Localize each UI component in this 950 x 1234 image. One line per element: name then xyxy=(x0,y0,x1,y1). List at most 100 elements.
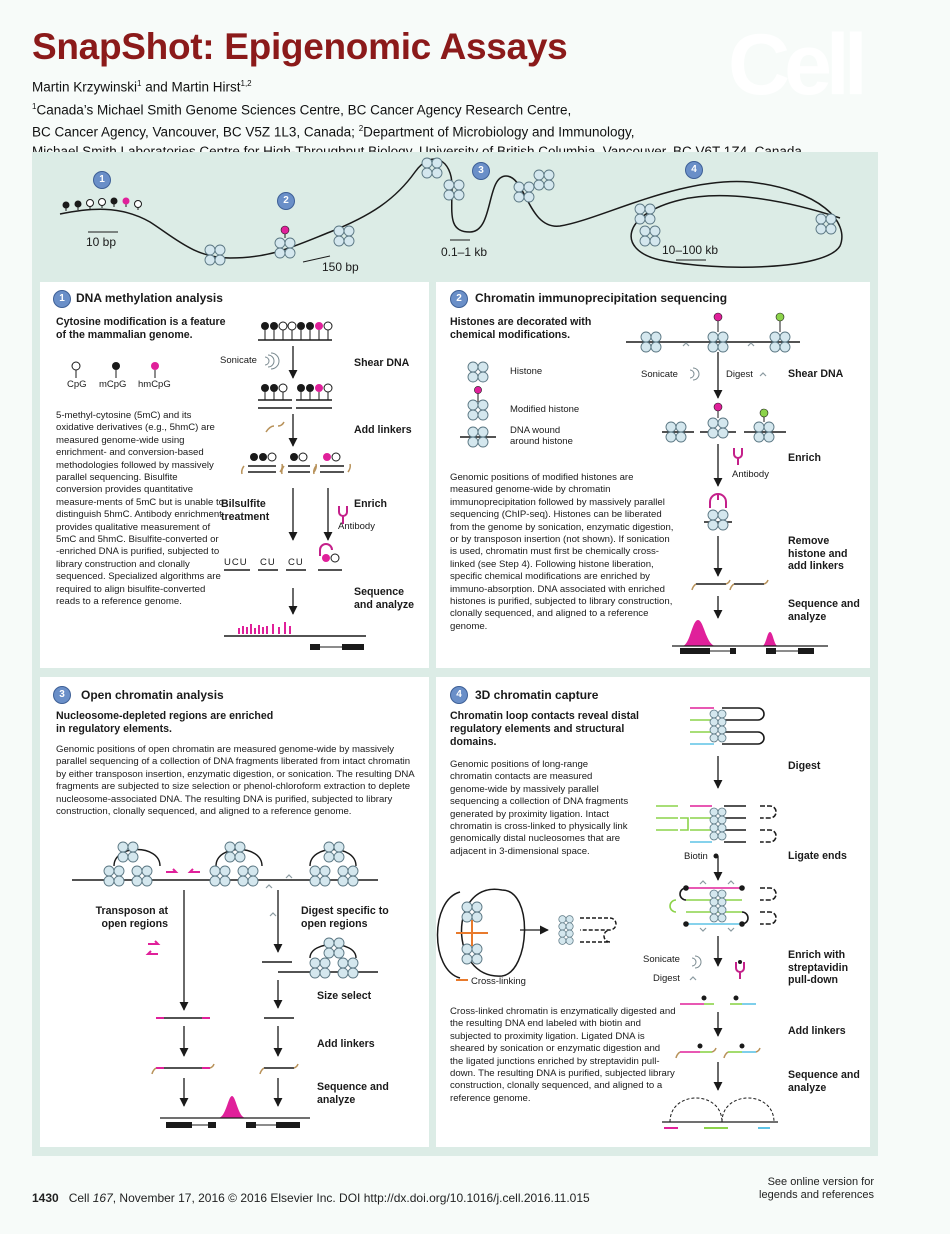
author-affil-mark: 1 xyxy=(137,79,142,88)
panel1-step-shear: Shear DNA xyxy=(354,357,410,369)
legend-histone: Histone xyxy=(510,366,543,377)
panel4-step-ligate: Ligate ends xyxy=(788,850,847,862)
panel1-step-linkers: Add linkers xyxy=(354,424,412,436)
affil-mark: 1 xyxy=(32,101,37,111)
panel1-antibody: Antibody xyxy=(338,521,375,532)
panel4-subtitle: Chromatin loop contacts reveal distal re… xyxy=(450,710,639,748)
panel4-step-enrich: Enrich with streptavidin pull-down xyxy=(788,949,849,987)
journal-name: Cell xyxy=(68,1191,93,1205)
panel1-sonicate-label: Sonicate xyxy=(220,355,257,366)
affiliation-text: BC Cancer Agency, Vancouver, BC V5Z 1L3,… xyxy=(32,124,359,140)
nucleosome xyxy=(204,244,226,266)
panel4-step-sequence: Sequence and analyze xyxy=(788,1069,860,1094)
panel1-subtitle: Cytosine modification is a feature of th… xyxy=(56,316,226,341)
panel4-step-digest: Digest xyxy=(788,760,821,772)
panel4-title: 3D chromatin capture xyxy=(475,688,599,702)
page-number: 1430 xyxy=(32,1191,59,1205)
panel4-description: Genomic positions of long-range chromati… xyxy=(450,759,629,857)
footer-online-note: See online version for legends and refer… xyxy=(759,1176,874,1202)
panel-dna-methylation xyxy=(40,282,429,668)
cpg-lollipops xyxy=(62,197,142,211)
online-note-line: legends and references xyxy=(759,1189,874,1201)
nucleosome xyxy=(443,179,465,201)
nucleosome xyxy=(421,157,443,179)
panel3-subtitle: Nucleosome-depleted regions are enriched… xyxy=(56,710,274,735)
nucleosome xyxy=(533,169,555,191)
overview-genome-diagram xyxy=(59,157,843,268)
panel2-sonicate-label: Sonicate xyxy=(641,369,678,380)
methylation-legend xyxy=(71,361,159,378)
affiliation-text: Department of Microbiology and Immunolog… xyxy=(363,124,635,140)
legend-mcpg: mCpG xyxy=(99,379,127,390)
legend-modified-histone: Modified histone xyxy=(510,404,580,415)
panel3-step-linkers: Add linkers xyxy=(317,1038,375,1050)
panel2-diagram xyxy=(460,312,828,654)
bisulfite-read-3: CU xyxy=(288,557,304,568)
scale-150bp: 150 bp xyxy=(322,260,359,274)
footer-citation: 1430 Cell 167, November 17, 2016 © 2016 … xyxy=(32,1191,590,1205)
chromatin-fiber xyxy=(59,158,843,268)
panel-open-chromatin xyxy=(40,677,429,1147)
affiliation-line: BC Cancer Agency, Vancouver, BC V5Z 1L3,… xyxy=(32,119,802,142)
panel2-description: Genomic positions of modified histones a… xyxy=(450,472,674,632)
panel4-sonicate-label: Sonicate xyxy=(643,954,680,965)
panel2-badge: 2 xyxy=(450,290,468,308)
panel2-step-sequence: Sequence and analyze xyxy=(788,598,860,623)
panel1-diagram xyxy=(71,321,366,650)
overview-badge-3: 3 xyxy=(472,162,490,180)
overview-badge-2: 2 xyxy=(277,192,295,210)
panel2-digest-label: Digest xyxy=(726,369,753,380)
panel1-step-sequence: Sequence and analyze xyxy=(354,586,415,611)
biotin-label: Biotin xyxy=(684,851,708,862)
scale-0-1kb: 0.1–1 kb xyxy=(441,245,487,259)
panel4-badge: 4 xyxy=(450,686,468,704)
panel2-antibody: Antibody xyxy=(732,469,769,480)
panel3-description: Genomic positions of open chromatin are … xyxy=(56,744,415,818)
overview-badge-4: 4 xyxy=(685,161,703,179)
panel3-step-sequence: Sequence and analyze xyxy=(317,1081,389,1106)
crosslink-label: Cross-linking xyxy=(471,976,526,987)
panel2-step-enrich: Enrich xyxy=(788,452,821,464)
author-affil-mark: 1,2 xyxy=(240,79,252,88)
panel1-badge: 1 xyxy=(53,290,71,308)
panel1-description: 5-methyl-cytosine (5mC) and its oxidativ… xyxy=(56,410,224,608)
author-name: and Martin Hirst xyxy=(141,79,241,95)
author-line: Martin Krzywinski1 and Martin Hirst1,2 xyxy=(32,74,802,97)
panel2-step-shear: Shear DNA xyxy=(788,368,844,380)
legend-dna-wound: DNA wound around histone xyxy=(510,425,573,447)
panel-3d-capture xyxy=(436,677,870,1147)
journal-logo: Cell xyxy=(728,17,868,113)
crosslink-illustration xyxy=(436,888,617,981)
bisulfite-read-2: CU xyxy=(260,557,276,568)
bisulfite-read-1: UCU xyxy=(224,557,248,568)
panel3-title: Open chromatin analysis xyxy=(81,688,224,702)
panel4-description-2: Cross-linked chromatin is enzymatically … xyxy=(450,1006,676,1104)
page-title: SnapShot: Epigenomic Assays xyxy=(32,26,568,67)
panel4-step-linkers: Add linkers xyxy=(788,1025,846,1037)
panel2-title: Chromatin immunoprecipitation sequencing xyxy=(475,291,728,305)
legend-cpg: CpG xyxy=(67,379,87,390)
panel1-title: DNA methylation analysis xyxy=(76,291,223,305)
nucleosome xyxy=(274,237,296,259)
legend-hmcpg: hmCpG xyxy=(138,379,171,390)
panel2-subtitle: Histones are decorated with chemical mod… xyxy=(450,316,592,341)
scale-10-100kb: 10–100 kb xyxy=(662,243,718,257)
affil-mark: 2 xyxy=(358,124,364,133)
panel3-digest-specific: Digest specific to open regions xyxy=(301,905,389,930)
overview-badge-1: 1 xyxy=(93,171,111,189)
panel2-step-remove: Remove histone and add linkers xyxy=(788,535,848,573)
panel1-bisulfite: Bilsulfite treatment xyxy=(221,498,270,523)
citation-text: , November 17, 2016 © 2016 Elsevier Inc.… xyxy=(112,1191,590,1205)
affiliation-line: 1Canada’s Michael Smith Genome Sciences … xyxy=(32,97,802,120)
nucleosome xyxy=(815,213,837,235)
nucleosome xyxy=(639,225,661,247)
scale-10bp: 10 bp xyxy=(86,235,116,249)
panel4-digest-label: Digest xyxy=(653,973,680,984)
affiliation-text: Canada’s Michael Smith Genome Sciences C… xyxy=(36,102,572,117)
nucleosome xyxy=(333,225,355,247)
nucleosome xyxy=(513,181,535,203)
panel4-diagram xyxy=(436,707,778,1129)
author-block: Martin Krzywinski1 and Martin Hirst1,2 1… xyxy=(32,74,802,161)
chip-legend xyxy=(460,361,496,448)
panel3-transposon: Transposon at open regions xyxy=(95,905,168,930)
